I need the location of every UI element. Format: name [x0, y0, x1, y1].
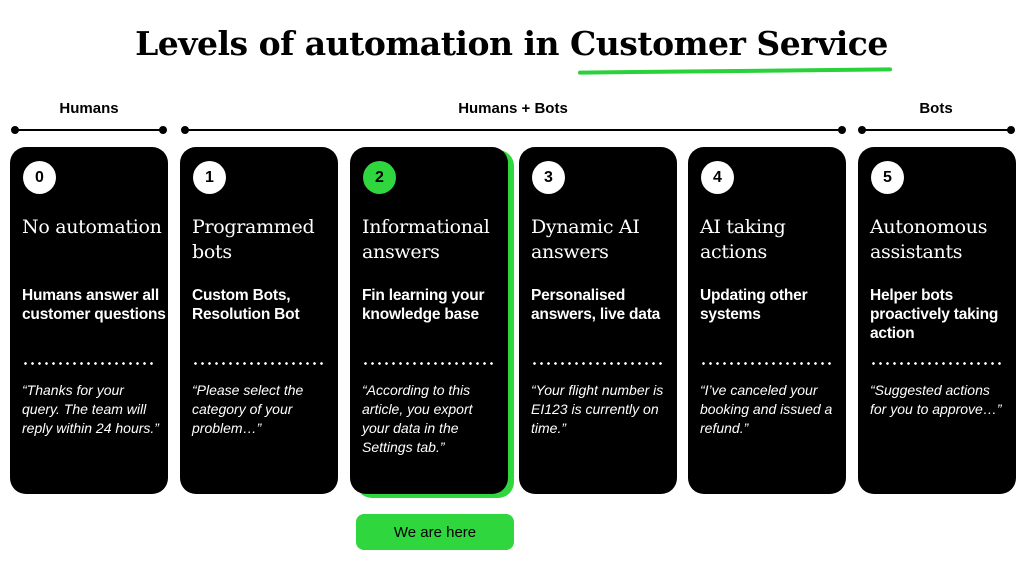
- level-example-quote: “Thanks for your query. The team will re…: [22, 382, 159, 436]
- level-subtitle: Humans answer all customer questions: [22, 287, 166, 323]
- level-title: Autonomous assistants: [870, 216, 988, 263]
- level-card-5: 5 Autonomous assistants Helper bots proa…: [858, 147, 1016, 494]
- level-card-0: 0 No automation Humans answer all custom…: [10, 147, 168, 494]
- title-prefix: Levels of automation in: [135, 24, 570, 63]
- title-underline: [577, 67, 892, 75]
- level-subtitle: Custom Bots, Resolution Bot: [192, 287, 300, 323]
- we-are-here-marker: We are here: [356, 514, 514, 550]
- dotted-divider: [870, 362, 1004, 365]
- level-example-quote: “I’ve canceled your booking and issued a…: [700, 382, 833, 436]
- level-example-quote: “Please select the category of your prob…: [192, 382, 304, 436]
- level-subtitle: Updating other systems: [700, 287, 808, 323]
- bracket-bots: [858, 126, 1015, 134]
- level-number-badge: 5: [871, 161, 904, 194]
- level-title: Dynamic AI answers: [531, 216, 640, 263]
- dotted-divider: [22, 362, 156, 365]
- level-number-badge: 1: [193, 161, 226, 194]
- level-number-badge: 0: [23, 161, 56, 194]
- bracket-humans-bots: [181, 126, 846, 134]
- level-title: Informational answers: [362, 216, 490, 263]
- level-card-4: 4 AI taking actions Updating other syste…: [688, 147, 846, 494]
- dotted-divider: [531, 362, 665, 365]
- dotted-divider: [362, 362, 496, 365]
- level-example-quote: “Suggested actions for you to approve…”: [870, 382, 1002, 417]
- level-subtitle: Personalised answers, live data: [531, 287, 661, 323]
- level-title: AI taking actions: [700, 216, 786, 263]
- level-example-quote: “According to this article, you export y…: [362, 382, 473, 455]
- level-example-quote: “Your flight number is EI123 is currentl…: [531, 382, 664, 436]
- group-label-humans: Humans: [59, 100, 119, 117]
- group-label-humans-bots: Humans + Bots: [458, 100, 568, 117]
- page-title: Levels of automation in Customer Service: [0, 24, 1023, 75]
- level-card-3: 3 Dynamic AI answers Personalised answer…: [519, 147, 677, 494]
- dotted-divider: [700, 362, 834, 365]
- level-card-1: 1 Programmed bots Custom Bots, Resolutio…: [180, 147, 338, 494]
- group-label-bots: Bots: [919, 100, 953, 117]
- level-subtitle: Helper bots proactively taking action: [870, 287, 999, 342]
- level-title: No automation: [22, 216, 162, 238]
- level-title: Programmed bots: [192, 216, 315, 263]
- level-subtitle: Fin learning your knowledge base: [362, 287, 485, 323]
- level-number-badge: 2: [363, 161, 396, 194]
- dotted-divider: [192, 362, 326, 365]
- level-number-badge: 3: [532, 161, 565, 194]
- level-card-2: 2 Informational answers Fin learning you…: [350, 147, 508, 494]
- bracket-humans: [11, 126, 167, 134]
- title-highlight: Customer Service: [569, 24, 892, 75]
- level-number-badge: 4: [701, 161, 734, 194]
- title-highlight-text: Customer Service: [569, 24, 888, 63]
